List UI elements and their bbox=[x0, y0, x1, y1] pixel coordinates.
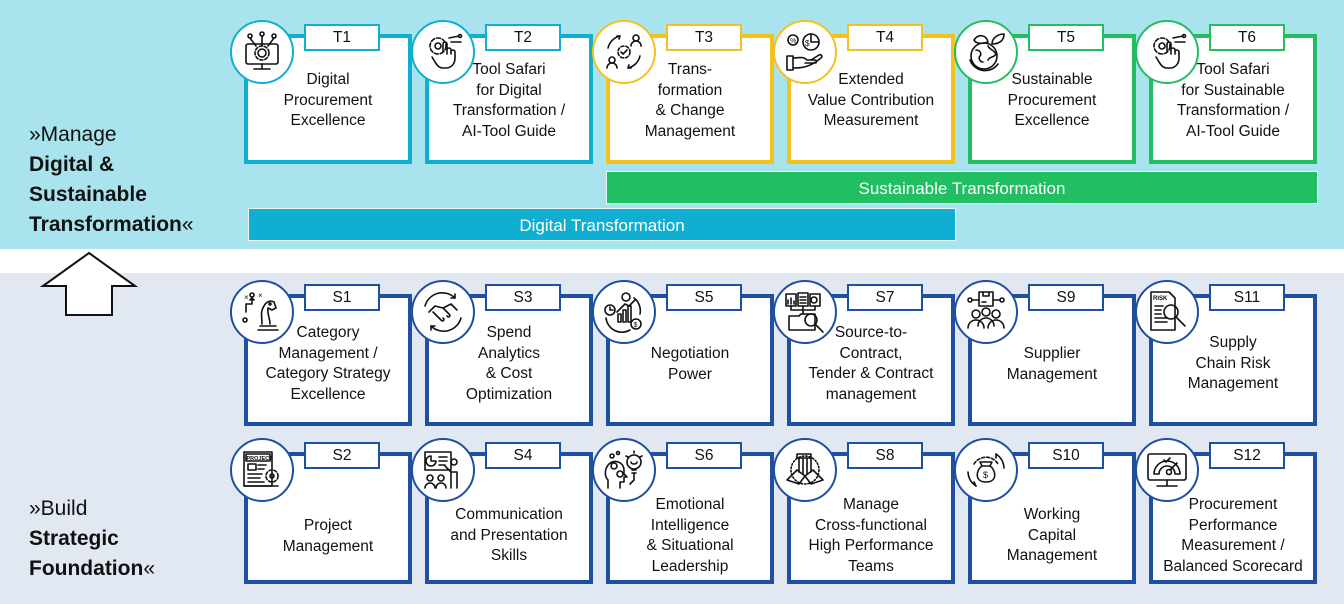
module-code: S5 bbox=[666, 284, 742, 311]
module-title: Procurement Performance Measurement / Ba… bbox=[1163, 496, 1303, 575]
module-code: S9 bbox=[1028, 284, 1104, 311]
module-card-s10[interactable]: Working Capital Management S10 $ bbox=[954, 438, 1136, 584]
module-card-s7[interactable]: Source-to- Contract, Tender & Contract m… bbox=[773, 280, 955, 426]
module-card-s6[interactable]: Emotional Intelligence & Situational Lea… bbox=[592, 438, 774, 584]
presentation-audience-icon bbox=[411, 438, 475, 502]
module-title: Extended Value Contribution Measurement bbox=[807, 71, 935, 129]
module-code: T3 bbox=[666, 24, 742, 51]
project-document-gear-icon: PROJECT bbox=[230, 438, 294, 502]
module-title: Tool Safari for Sustainable Transformati… bbox=[1176, 61, 1290, 140]
monitor-gear-network-icon bbox=[230, 20, 294, 84]
svg-text:RISK: RISK bbox=[1153, 296, 1168, 302]
module-title: Source-to- Contract, Tender & Contract m… bbox=[808, 324, 934, 403]
module-card-s3[interactable]: Spend Analytics & Cost Optimization S3 bbox=[411, 280, 593, 426]
handshake-cycle-icon bbox=[411, 280, 475, 344]
manage-transformation-label: »Manage Digital & Sustainable Transforma… bbox=[29, 123, 194, 236]
module-title: Supply Chain Risk Management bbox=[1187, 334, 1279, 392]
supplier-network-people-icon bbox=[954, 280, 1018, 344]
module-card-t4[interactable]: Extended Value Contribution Measurement T… bbox=[773, 20, 955, 164]
change-cycle-people-icon bbox=[592, 20, 656, 84]
negotiation-growth-icon: $ bbox=[592, 280, 656, 344]
module-card-t1[interactable]: Digital Procurement Excellence T1 bbox=[230, 20, 412, 164]
module-code: T2 bbox=[485, 24, 561, 51]
risk-document-search-icon: RISK bbox=[1135, 280, 1199, 344]
module-title: Sustainable Procurement Excellence bbox=[1007, 71, 1097, 129]
module-card-s5[interactable]: Negotiation Power S5 $ bbox=[592, 280, 774, 426]
chess-knight-strategy-icon: ×× bbox=[230, 280, 294, 344]
module-title: Communication and Presentation Skills bbox=[450, 506, 568, 564]
module-title: Category Management / Category Strategy … bbox=[265, 324, 391, 403]
sustainable-transformation-bar: Sustainable Transformation bbox=[606, 171, 1318, 204]
module-code: T1 bbox=[304, 24, 380, 51]
module-card-s1[interactable]: Category Management / Category Strategy … bbox=[230, 280, 412, 426]
module-code: T5 bbox=[1028, 24, 1104, 51]
up-arrow-icon bbox=[40, 251, 138, 316]
svg-text:×: × bbox=[244, 293, 249, 302]
module-card-t2[interactable]: Tool Safari for Digital Transformation /… bbox=[411, 20, 593, 164]
digital-transformation-bar: Digital Transformation bbox=[248, 208, 956, 241]
module-code: T6 bbox=[1209, 24, 1285, 51]
svg-text:PROJECT: PROJECT bbox=[247, 456, 274, 462]
module-title: Emotional Intelligence & Situational Lea… bbox=[646, 496, 734, 575]
module-code: S12 bbox=[1209, 442, 1285, 469]
module-code: S3 bbox=[485, 284, 561, 311]
module-code: S10 bbox=[1028, 442, 1104, 469]
module-title: Manage Cross-functional High Performance… bbox=[808, 496, 934, 575]
team-hands-icon bbox=[773, 438, 837, 502]
svg-text:$: $ bbox=[805, 39, 810, 48]
module-card-s4[interactable]: Communication and Presentation Skills S4 bbox=[411, 438, 593, 584]
module-title: Working Capital Management bbox=[1006, 506, 1098, 564]
globe-leaves-icon bbox=[954, 20, 1018, 84]
hand-value-chart-icon: %$ bbox=[773, 20, 837, 84]
module-title: Spend Analytics & Cost Optimization bbox=[465, 324, 553, 403]
emotion-head-bulb-icon bbox=[592, 438, 656, 502]
documents-folder-search-icon bbox=[773, 280, 837, 344]
svg-text:×: × bbox=[258, 291, 263, 300]
module-card-s9[interactable]: Supplier Management S9 bbox=[954, 280, 1136, 426]
monitor-gauge-icon bbox=[1135, 438, 1199, 502]
module-code: S4 bbox=[485, 442, 561, 469]
module-card-s12[interactable]: Procurement Performance Measurement / Ba… bbox=[1135, 438, 1317, 584]
module-code: S7 bbox=[847, 284, 923, 311]
svg-text:%: % bbox=[790, 38, 796, 45]
module-code: S11 bbox=[1209, 284, 1285, 311]
svg-text:$: $ bbox=[634, 322, 638, 329]
gear-hand-touch-icon bbox=[1135, 20, 1199, 84]
module-code: S8 bbox=[847, 442, 923, 469]
module-title: Trans- formation & Change Management bbox=[644, 61, 736, 140]
module-title: Tool Safari for Digital Transformation /… bbox=[452, 61, 566, 140]
module-code: S1 bbox=[304, 284, 380, 311]
gear-hand-touch-icon bbox=[411, 20, 475, 84]
module-card-t5[interactable]: Sustainable Procurement Excellence T5 bbox=[954, 20, 1136, 164]
money-bag-cycle-icon: $ bbox=[954, 438, 1018, 502]
module-code: S2 bbox=[304, 442, 380, 469]
module-title: Project Management bbox=[282, 517, 374, 555]
svg-text:$: $ bbox=[983, 470, 988, 480]
module-card-s11[interactable]: Supply Chain Risk Management S11 RISK bbox=[1135, 280, 1317, 426]
module-card-t6[interactable]: Tool Safari for Sustainable Transformati… bbox=[1135, 20, 1317, 164]
module-title: Digital Procurement Excellence bbox=[283, 71, 373, 129]
module-code: T4 bbox=[847, 24, 923, 51]
build-foundation-label: »Build Strategic Foundation« bbox=[29, 497, 155, 580]
module-title: Supplier Management bbox=[1006, 345, 1098, 383]
module-card-t3[interactable]: Trans- formation & Change Management T3 bbox=[592, 20, 774, 164]
module-code: S6 bbox=[666, 442, 742, 469]
module-title: Negotiation Power bbox=[650, 345, 730, 383]
module-card-s8[interactable]: Manage Cross-functional High Performance… bbox=[773, 438, 955, 584]
